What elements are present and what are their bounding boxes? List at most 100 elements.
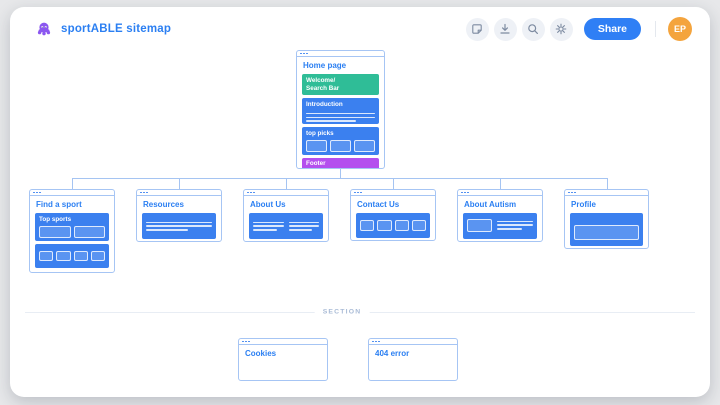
wireframe-boxes — [356, 213, 430, 238]
window-dot-icon — [36, 191, 38, 194]
connector-drop-about-autism — [500, 178, 501, 189]
window-dot-icon — [143, 191, 145, 194]
window-dot-icon — [467, 191, 470, 194]
app-window: sportABLE sitemap — [10, 7, 710, 397]
settings-icon[interactable] — [549, 17, 573, 41]
window-dot-icon — [571, 191, 573, 194]
node-title[interactable]: Find a sport — [36, 200, 82, 209]
wireframe-boxes — [35, 225, 109, 241]
card-window-bar — [458, 190, 542, 196]
card-window-bar — [297, 51, 384, 57]
wireframe-text-lines — [302, 112, 379, 124]
block-label: Top sports — [39, 215, 72, 223]
node-find-a-sport[interactable]: Find a sport Top sports — [29, 189, 115, 273]
window-dot-icon — [253, 191, 256, 194]
node-profile[interactable]: Profile — [564, 189, 649, 249]
block-label: Welcome/ Search Bar — [306, 76, 340, 92]
connector-drop-contact-us — [393, 178, 394, 189]
block-label: Footer — [306, 159, 326, 167]
node-title[interactable]: About Us — [250, 200, 286, 209]
block-contact-options[interactable] — [356, 212, 430, 238]
node-title[interactable]: Resources — [143, 200, 184, 209]
window-dot-icon — [568, 191, 570, 194]
share-button[interactable]: Share — [583, 18, 641, 40]
block-introduction[interactable]: Introduction — [302, 97, 379, 124]
note-icon[interactable] — [465, 17, 489, 41]
connector-drop-profile — [607, 178, 608, 189]
card-window-bar — [137, 190, 221, 196]
window-dot-icon — [248, 340, 251, 343]
node-title[interactable]: Profile — [571, 200, 596, 209]
card-window-bar — [239, 339, 327, 345]
card-window-bar — [244, 190, 328, 196]
connector-home-stem — [340, 169, 341, 178]
block-label: Introduction — [306, 100, 343, 108]
card-window-bar — [565, 190, 648, 196]
window-dot-icon — [146, 191, 149, 194]
node-title[interactable]: 404 error — [375, 349, 410, 358]
connector-drop-find-a-sport — [72, 178, 73, 189]
window-dot-icon — [250, 191, 252, 194]
node-about-autism[interactable]: About Autism — [457, 189, 543, 242]
share-button-label: Share — [597, 23, 627, 35]
window-dot-icon — [375, 340, 377, 343]
block-label: top picks — [306, 129, 334, 137]
window-dot-icon — [574, 191, 577, 194]
wireframe-boxes — [35, 244, 109, 268]
card-window-bar — [369, 339, 457, 345]
node-title[interactable]: Cookies — [245, 349, 277, 358]
node-about-us[interactable]: About Us — [243, 189, 329, 242]
node-404-error[interactable]: 404 error — [368, 338, 458, 381]
wireframe-text-lines — [142, 213, 216, 235]
window-dot-icon — [357, 191, 359, 194]
window-dot-icon — [140, 191, 142, 194]
connector-horizontal — [72, 178, 608, 179]
connector-drop-resources — [179, 178, 180, 189]
section-divider-label[interactable]: SECTION — [314, 308, 370, 316]
sitemap-canvas[interactable]: Home page Welcome/ Search Bar Introducti… — [10, 7, 710, 397]
node-title[interactable]: Contact Us — [357, 200, 400, 209]
octopus-logo-icon — [36, 21, 52, 37]
window-dot-icon — [247, 191, 249, 194]
wireframe-text-columns — [249, 213, 323, 235]
document-title[interactable]: sportABLE sitemap — [61, 23, 172, 35]
window-dot-icon — [242, 340, 244, 343]
connector-drop-about-us — [286, 178, 287, 189]
window-dot-icon — [354, 191, 356, 194]
wireframe-media-text — [463, 213, 537, 236]
block-profile-content[interactable] — [570, 212, 643, 246]
block-sport-categories[interactable] — [35, 243, 109, 268]
avatar[interactable]: EP — [668, 17, 692, 41]
header: sportABLE sitemap — [10, 7, 710, 51]
window-dot-icon — [39, 191, 42, 194]
search-icon[interactable] — [521, 17, 545, 41]
node-contact-us[interactable]: Contact Us — [350, 189, 436, 241]
window-dot-icon — [464, 191, 466, 194]
window-dot-icon — [33, 191, 35, 194]
header-actions: Share EP — [465, 17, 692, 41]
wireframe-boxes — [302, 139, 379, 155]
node-title[interactable]: Home page — [303, 61, 347, 70]
header-divider — [655, 21, 656, 37]
node-resources[interactable]: Resources — [136, 189, 222, 242]
node-home-page[interactable]: Home page Welcome/ Search Bar Introducti… — [296, 50, 385, 169]
block-welcome-search-bar[interactable]: Welcome/ Search Bar — [302, 73, 379, 95]
download-icon[interactable] — [493, 17, 517, 41]
block-top-picks[interactable]: top picks — [302, 126, 379, 155]
window-dot-icon — [303, 52, 305, 55]
window-dot-icon — [372, 340, 374, 343]
window-dot-icon — [378, 340, 381, 343]
block-footer[interactable]: Footer — [302, 157, 379, 168]
block-about-us-content[interactable] — [249, 212, 323, 239]
block-about-autism-content[interactable] — [463, 212, 537, 239]
block-top-sports[interactable]: Top sports — [35, 212, 109, 241]
window-dot-icon — [245, 340, 247, 343]
window-dot-icon — [300, 52, 302, 55]
block-resources-content[interactable] — [142, 212, 216, 239]
avatar-initials: EP — [673, 24, 686, 34]
node-title[interactable]: About Autism — [464, 200, 517, 209]
card-window-bar — [30, 190, 114, 196]
window-dot-icon — [306, 52, 309, 55]
node-cookies[interactable]: Cookies — [238, 338, 328, 381]
card-window-bar — [351, 190, 435, 196]
